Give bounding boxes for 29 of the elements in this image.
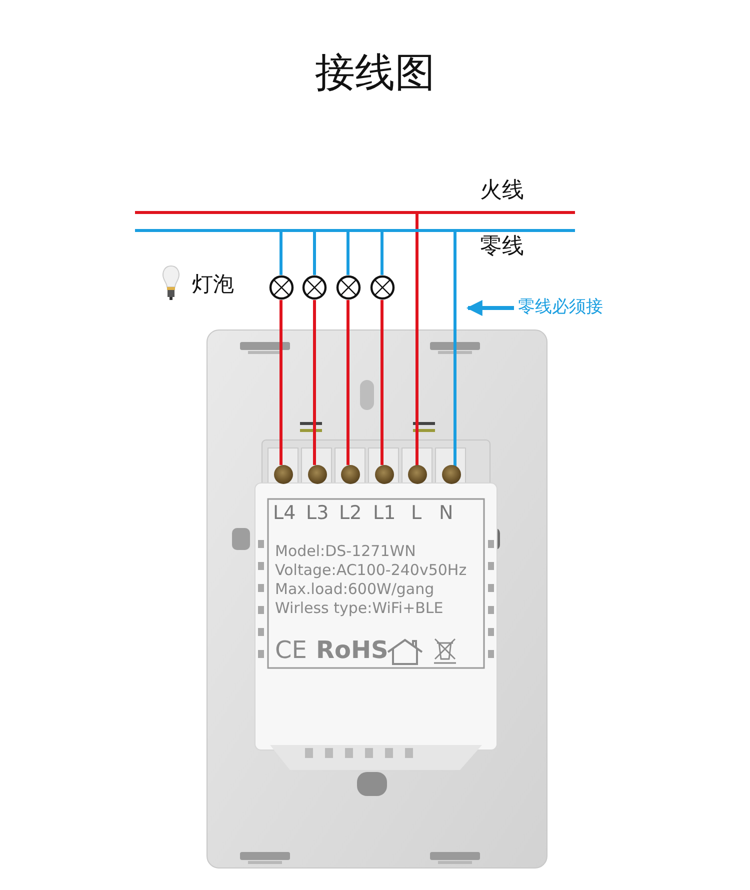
terminal-label: L3 [306, 503, 329, 525]
wire [280, 232, 282, 275]
wire [346, 232, 350, 275]
wire [380, 300, 384, 465]
live-wire-bar [135, 210, 575, 214]
title: 接线图 [314, 50, 436, 96]
spec-text: Model:DS-1271WN [275, 543, 416, 560]
wire [313, 300, 316, 465]
terminal-label: L2 [339, 503, 362, 525]
wire [454, 232, 456, 469]
bulb-label: 灯泡 [192, 272, 234, 296]
arrow [466, 300, 514, 316]
ce-mark: CE [275, 637, 307, 665]
warning-note: 零线必须接 [518, 297, 603, 317]
terminal-label: L1 [373, 503, 396, 525]
wire-label: 火线 [480, 178, 524, 204]
wire [280, 300, 282, 465]
rohs-mark: RoHS [316, 637, 388, 665]
terminal-label: L4 [273, 503, 296, 525]
spec-text: Wirless type:WiFi+BLE [275, 600, 444, 618]
wire [346, 300, 350, 465]
wire [313, 232, 316, 275]
spec-text: Max.load:600W/gang [275, 581, 434, 598]
wire [380, 232, 384, 275]
spec-text: Voltage:AC100-240v50Hz [275, 562, 467, 580]
wire-label: 零线 [480, 234, 524, 260]
neutral-wire-bar [135, 228, 575, 232]
terminal-label: L [411, 503, 422, 525]
terminal-label: N [439, 503, 454, 525]
